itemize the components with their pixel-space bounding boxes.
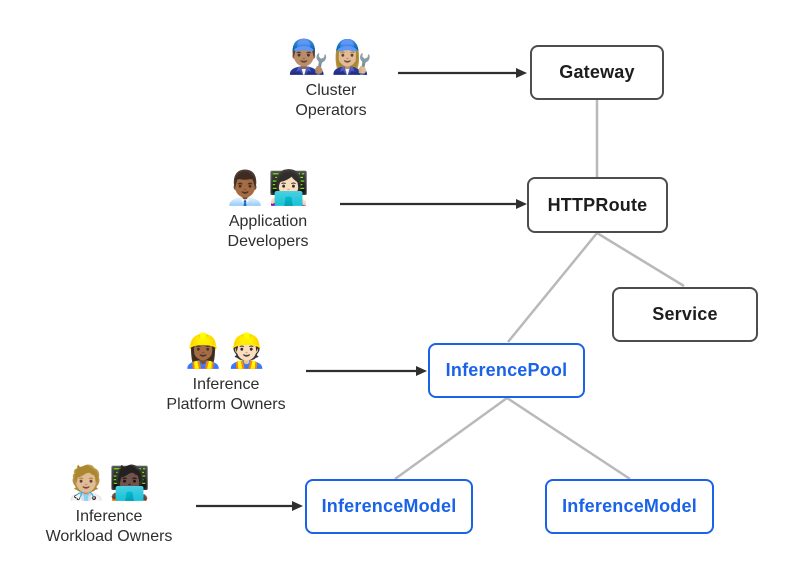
- node-inferencepool: InferencePool: [428, 343, 585, 398]
- connector-httproute-service: [596, 231, 685, 288]
- persona-label: Inference Workload Owners: [45, 508, 173, 545]
- construction-worker-emojis-icon: 👷🏾‍♀️👷🏻: [182, 332, 270, 369]
- node-label: InferenceModel: [562, 496, 697, 516]
- node-service: Service: [612, 287, 758, 342]
- node-inferencemodel-left: InferenceModel: [305, 479, 473, 534]
- workload-owner-emojis-icon: 🧑🏼‍⚕️🧑🏿‍💻: [65, 464, 153, 501]
- persona-label: Application Developers: [227, 213, 309, 250]
- node-gateway: Gateway: [530, 45, 664, 100]
- persona-label: Cluster Operators: [295, 82, 367, 119]
- node-label: InferenceModel: [321, 496, 457, 516]
- persona-cluster-operators: 👨🏽‍🔧👩🏼‍🔧 Cluster Operators: [288, 36, 374, 121]
- node-inferencemodel-right: InferenceModel: [545, 479, 714, 534]
- node-label: HTTPRoute: [547, 194, 648, 215]
- mechanic-emojis-icon: 👨🏽‍🔧👩🏼‍🔧: [287, 38, 375, 75]
- connector-inferencepool-model-left: [394, 396, 508, 481]
- connector-httproute-inferencepool: [507, 232, 598, 343]
- node-label: InferencePool: [445, 360, 568, 380]
- persona-application-developers: 👨🏾‍💼👩🏻‍💻 Application Developers: [225, 167, 311, 252]
- node-label: Gateway: [559, 62, 635, 82]
- persona-label: Inference Platform Owners: [166, 376, 286, 413]
- developer-emojis-icon: 👨🏾‍💼👩🏻‍💻: [224, 169, 312, 206]
- node-httproute: HTTPRoute: [527, 177, 668, 233]
- persona-inference-workload-owners: 🧑🏼‍⚕️🧑🏿‍💻 Inference Workload Owners: [46, 462, 173, 547]
- persona-inference-platform-owners: 👷🏾‍♀️👷🏻 Inference Platform Owners: [166, 330, 285, 415]
- connector-inferencepool-model-right: [506, 396, 631, 481]
- node-label: Service: [652, 304, 718, 324]
